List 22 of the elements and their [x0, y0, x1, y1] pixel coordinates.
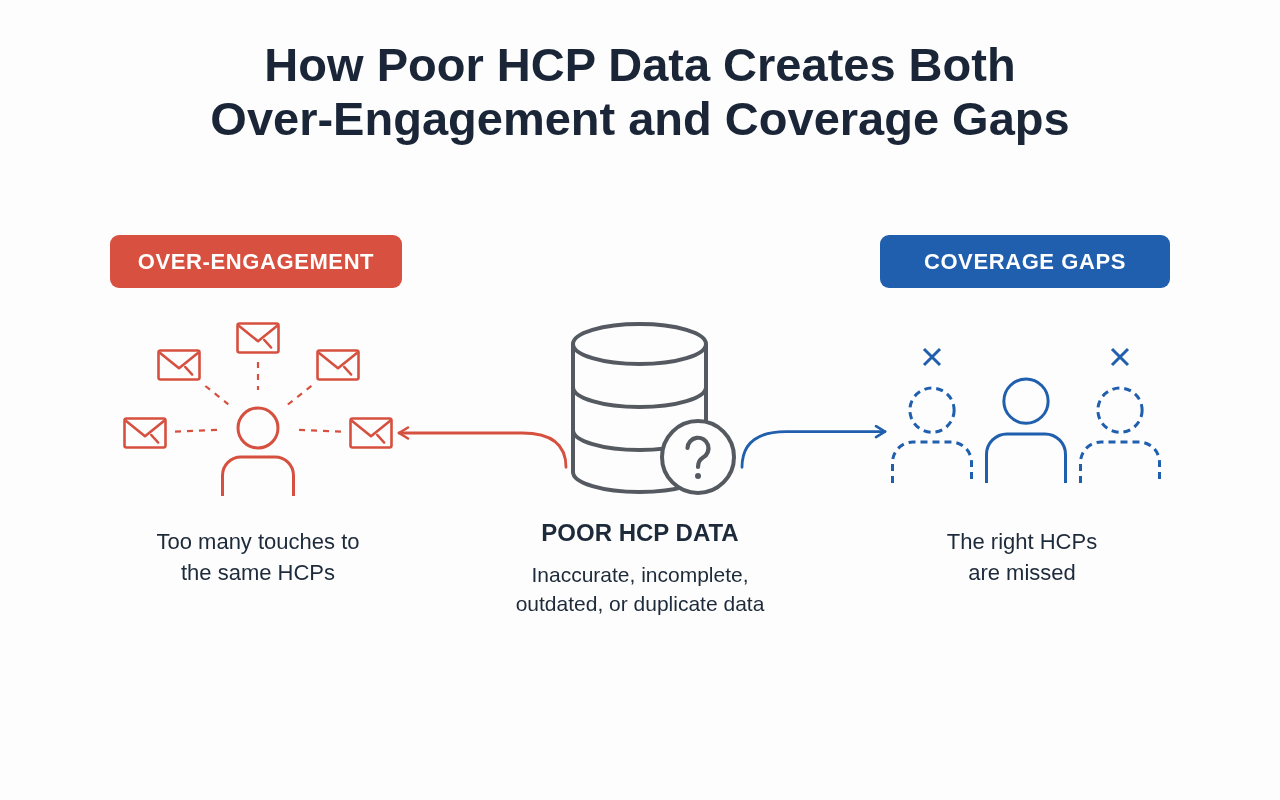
node-label: The right HCPs are missed — [945, 528, 1099, 587]
section-badge: COVERAGE GAPS — [880, 235, 1170, 288]
curved-arrow — [740, 424, 887, 469]
dashed-line — [256, 362, 260, 390]
database-icon — [570, 322, 738, 497]
person-icon — [221, 406, 295, 496]
envelope-icon — [123, 417, 167, 449]
dashed-line — [204, 385, 229, 406]
envelope-icon — [316, 349, 360, 381]
dashed-person-icon — [1079, 386, 1161, 483]
section-badge: OVER-ENGAGEMENT — [110, 235, 402, 288]
section-heading: POOR HCP DATA — [540, 518, 740, 548]
dashed-person-icon — [891, 386, 973, 483]
dashed-line — [287, 385, 313, 406]
node-label: Too many touches to the same HCPs — [155, 528, 361, 587]
envelope-icon — [349, 417, 393, 449]
curved-arrow — [397, 426, 568, 469]
envelope-icon — [236, 322, 280, 354]
description: Inaccurate, incomplete, outdated, or duplicate data — [514, 562, 766, 617]
envelope-icon — [157, 349, 201, 381]
person-icon — [985, 377, 1067, 483]
title: How Poor HCP Data Creates Both Over-Engagement and Coverage Gaps — [209, 38, 1071, 146]
